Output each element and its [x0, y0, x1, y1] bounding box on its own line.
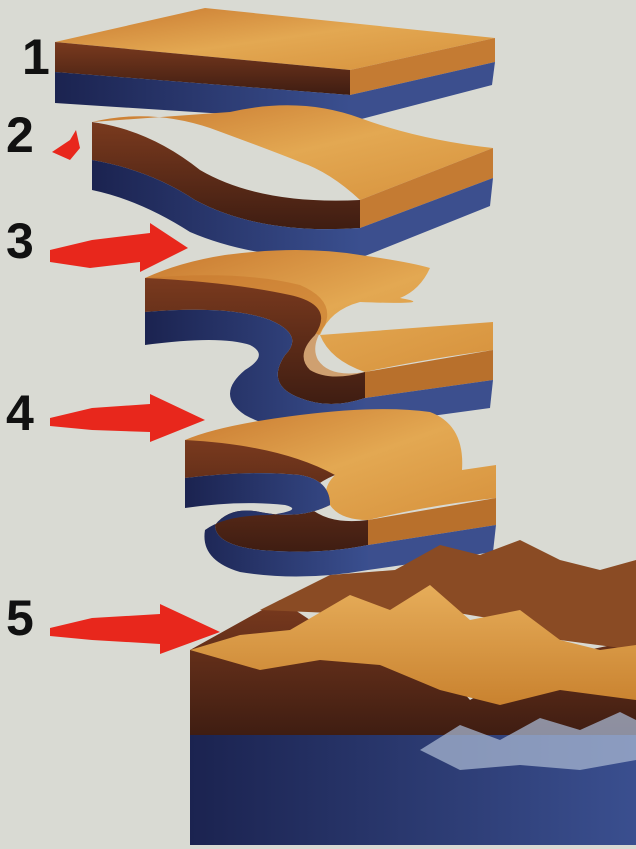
stage-1-flat-block	[55, 8, 495, 122]
stage-5-label: 5	[6, 593, 34, 643]
arrow-stage-3	[50, 223, 188, 272]
stage-3-label: 3	[6, 216, 34, 266]
stage-3-overturned-fold	[145, 250, 493, 431]
arrow-stage-4	[50, 394, 205, 442]
stage-4-label: 4	[6, 388, 34, 438]
stage-1-label: 1	[22, 32, 50, 82]
stage-2-label: 2	[6, 110, 34, 160]
stage-5-mountain-range	[190, 540, 636, 845]
arrow-stage-2	[52, 130, 80, 160]
arrow-stage-5	[50, 604, 220, 654]
